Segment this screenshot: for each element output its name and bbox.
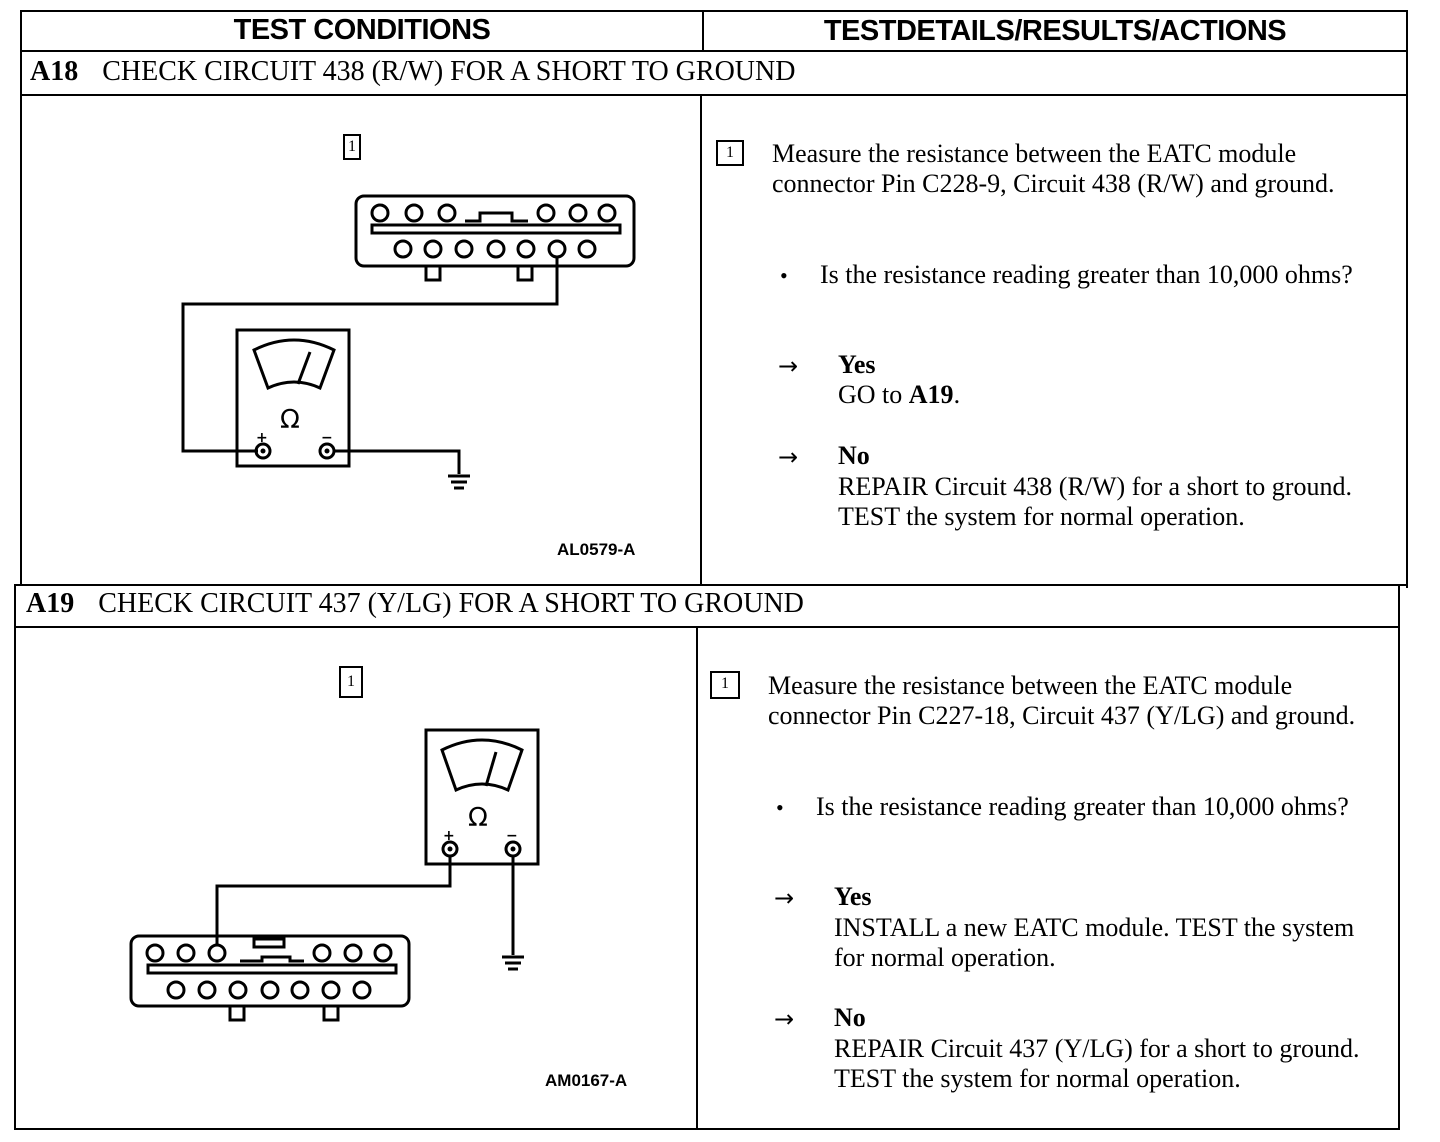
a18-question: Is the resistance reading greater than 1… [820, 260, 1353, 289]
a19-figure-id: AM0167-A [545, 1071, 628, 1090]
section-a18-title-row: A18 CHECK CIRCUIT 438 (R/W) FOR A SHORT T… [30, 56, 795, 88]
a19-bullet: • [776, 795, 784, 820]
connector-body [354, 194, 636, 268]
a19-no-arrow: → [774, 1005, 795, 1033]
a18-no-label: No [838, 441, 870, 470]
ohm-symbol: Ω [468, 803, 488, 833]
a18-figure-id: AL0579-A [557, 540, 636, 559]
a19-question: Is the resistance reading greater than 1… [816, 792, 1349, 821]
a18-no-arrow: → [778, 443, 799, 471]
a18-no-action: REPAIR Circuit 438 (R/W) for a short to … [838, 472, 1352, 531]
a19-diagram-step-box: 1 [339, 666, 363, 698]
section-a19-id: A19 [26, 588, 75, 619]
a19-yes-label: Yes [834, 882, 872, 911]
svg-text:+: + [256, 430, 268, 446]
a18-diagram-step-box: 1 [343, 134, 361, 160]
connector-body [129, 934, 411, 1008]
svg-text:−: − [506, 828, 518, 844]
section-a19-title: CHECK CIRCUIT 437 (Y/LG) FOR A SHORT TO … [98, 588, 804, 619]
section-a18-title: CHECK CIRCUIT 438 (R/W) FOR A SHORT TO G… [102, 56, 796, 87]
svg-text:−: − [321, 430, 333, 446]
a18-bullet: • [780, 263, 788, 288]
ohm-symbol: Ω [280, 405, 300, 435]
a19-step-box: 1 [710, 671, 740, 699]
a19-instruction: Measure the resistance between the EATC … [768, 671, 1356, 730]
section-a18-id: A18 [30, 56, 79, 87]
header-test-details: TESTDETAILS/RESULTS/ACTIONS [823, 15, 1287, 47]
svg-text:+: + [443, 828, 455, 844]
a19-wiring-diagram: Ω + − [129, 728, 540, 1022]
a19-yes-action: INSTALL a new EATC module. TEST the syst… [834, 913, 1355, 972]
a19-no-action: REPAIR Circuit 437 (Y/LG) for a short to… [834, 1034, 1360, 1093]
a19-no-label: No [834, 1003, 866, 1032]
ohmmeter-body [424, 728, 540, 866]
a18-wiring-diagram: Ω + − [181, 194, 636, 490]
header-test-conditions: TEST CONDITIONS [233, 14, 491, 46]
ohmmeter-body [235, 328, 351, 468]
a19-yes-arrow: → [774, 884, 795, 912]
a18-yes-action: GO to A19. [838, 380, 961, 409]
a18-step-box: 1 [716, 140, 744, 166]
a18-yes-label: Yes [838, 350, 876, 379]
a18-yes-arrow: → [778, 352, 799, 380]
a18-instruction: Measure the resistance between the EATC … [772, 139, 1335, 198]
section-a19-title-row: A19 CHECK CIRCUIT 437 (Y/LG) FOR A SHORT … [26, 588, 804, 620]
